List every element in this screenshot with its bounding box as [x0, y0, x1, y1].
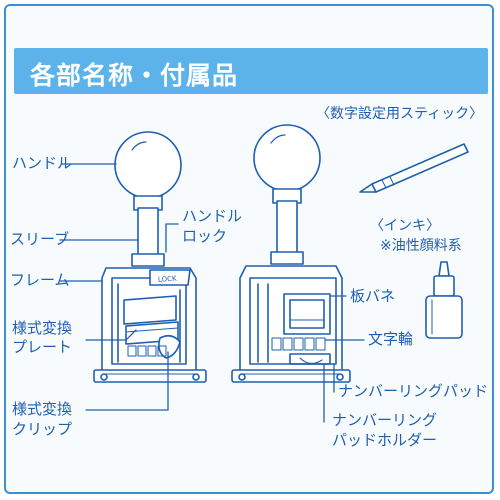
label-pad-holder-line2: パッドホルダー — [332, 431, 438, 449]
header-bar: 各部名称・付属品 — [14, 48, 488, 94]
label-frame: フレーム — [10, 271, 70, 289]
lock-plate-text: LOCK — [158, 275, 178, 284]
left-numbering-machine — [93, 131, 207, 383]
label-sleeve: スリーブ — [10, 230, 70, 248]
leader-lines — [59, 163, 365, 423]
label-ink-note: ※油性顔料系 — [380, 238, 462, 254]
label-style-clip-line2: クリップ — [12, 420, 73, 438]
label-leaf-spring: 板バネ — [350, 287, 396, 305]
page-title: 各部名称・付属品 — [30, 61, 239, 90]
label-stick: 〈数字設定用スティック〉 — [316, 106, 484, 122]
right-numbering-machine — [231, 124, 351, 383]
label-style-plate-line1: 様式変換 — [12, 319, 73, 337]
label-handle-lock-line1: ハンドル — [182, 207, 243, 225]
setting-stick — [359, 143, 469, 193]
label-handle: ハンドル — [12, 154, 73, 172]
label-style-plate-line2: プレート — [12, 338, 73, 356]
ink-bottle — [425, 261, 463, 339]
label-numbering-pad: ナンバーリングパッド — [338, 382, 489, 400]
label-ink: 〈インキ〉 — [370, 218, 440, 234]
label-pad-holder-line1: ナンバーリング — [332, 411, 438, 429]
label-style-clip-line1: 様式変換 — [12, 400, 73, 418]
label-character-wheel: 文字輪 — [368, 330, 414, 348]
label-handle-lock-line2: ロック — [182, 227, 228, 245]
